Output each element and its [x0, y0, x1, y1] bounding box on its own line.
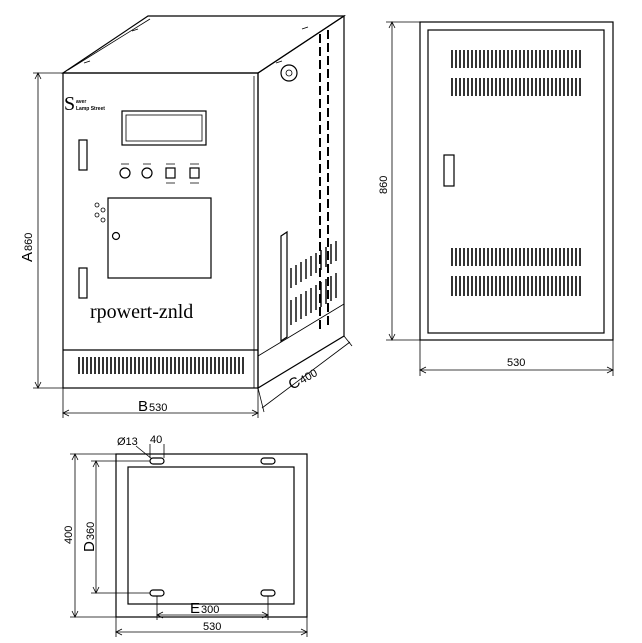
lcd-display-screen: [125, 114, 203, 142]
door-handle-upper: [78, 139, 88, 171]
front-view-handle: [443, 154, 455, 187]
base-outer-frame: [115, 453, 308, 618]
mounting-slot: [149, 457, 165, 465]
base-dim-hole-spacing: E300: [156, 596, 269, 620]
base-hole-spacing-label: E300: [190, 600, 219, 617]
cabinet-side-face: [257, 14, 345, 390]
mounting-slot: [260, 589, 276, 597]
side-vent-grille: [290, 241, 337, 325]
indicator-lamps: [94, 202, 106, 223]
front-view: 860 530: [378, 21, 614, 376]
lcd-display-frame: [121, 110, 207, 146]
indicator-lamp: [94, 212, 100, 218]
door-handle-lower: [78, 267, 88, 299]
front-dim-height-label: 860: [378, 176, 390, 194]
dim-width: B530: [62, 388, 259, 418]
lifting-hook-mark: [83, 26, 309, 64]
front-dim-width-label: 530: [507, 357, 525, 369]
base-dim-inner-depth: D360: [81, 460, 150, 594]
side-base-band-line: [257, 303, 345, 357]
dim-width-label: B530: [138, 398, 167, 415]
base-outer-depth-label: 400: [63, 526, 75, 544]
base-dim-width: 530: [115, 617, 308, 637]
dim-height-label: A860: [19, 233, 36, 262]
front-dim-height: 860: [378, 21, 420, 341]
iso-view: S aver Lamp Street rpowert-znld: [19, 14, 353, 418]
base-inner-depth-label: D360: [81, 522, 98, 552]
base-dim-outer-depth: 400: [63, 453, 116, 618]
brand-line-2: Lamp Street: [76, 106, 105, 112]
base-inner-frame: [127, 466, 295, 605]
brand-line-1: aver: [76, 99, 86, 105]
mounting-slot: [260, 457, 276, 465]
front-view-outer: [419, 21, 614, 341]
cabinet-front-face: [62, 72, 259, 389]
dim-height: A860: [19, 72, 63, 389]
side-fan-hub: [285, 69, 293, 77]
control-knob-1: [119, 167, 131, 179]
watermark-text: rpowert-znld: [90, 301, 193, 323]
indicator-lamp: [100, 207, 106, 213]
front-dim-width: 530: [419, 340, 614, 376]
brand-initial: S: [64, 93, 75, 115]
indicator-lamp: [94, 202, 100, 208]
control-switch-2: [189, 167, 200, 179]
front-view-door: [427, 29, 605, 334]
top-inner-line: [67, 18, 151, 71]
front-view-vent-grille: [451, 50, 581, 296]
control-switch-1: [165, 167, 176, 179]
hole-callout: Ø13 40: [117, 434, 165, 460]
side-panel-slot: [280, 230, 288, 343]
side-fan-icon: [280, 64, 298, 82]
slot-length-label: 40: [150, 434, 162, 446]
base-view: Ø13 40 400 D360 E300: [63, 434, 308, 637]
hole-diameter-label: Ø13: [117, 436, 138, 448]
control-label-marks: [121, 163, 199, 184]
base-width-label: 530: [203, 621, 221, 633]
front-vent-grille: [78, 357, 244, 374]
control-knob-2: [141, 167, 153, 179]
indicator-lamp: [100, 217, 106, 223]
mounting-slot: [149, 589, 165, 597]
inner-door-panel: [107, 197, 212, 279]
door-lock-icon: [111, 231, 121, 241]
